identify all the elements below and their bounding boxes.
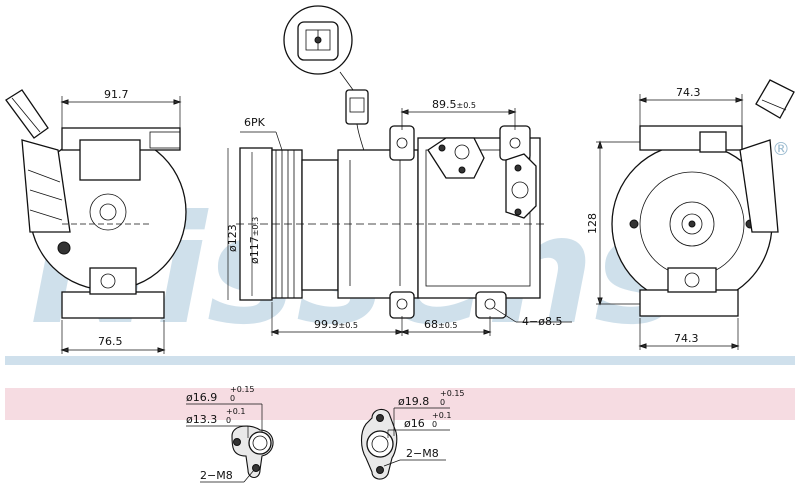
- svg-text:ø123: ø123: [226, 224, 239, 252]
- compressor-side-view: [236, 89, 546, 319]
- dim-pulley: ø123 ø117±0.3: [226, 148, 261, 300]
- svg-text:76.5: 76.5: [98, 335, 123, 348]
- svg-text:74.3: 74.3: [674, 332, 699, 345]
- svg-text:+0.15: +0.15: [440, 389, 465, 398]
- svg-text:ø19.8: ø19.8: [398, 395, 429, 408]
- dim-mount-spacing: 68±0.5: [400, 316, 492, 336]
- svg-text:0: 0: [432, 420, 437, 429]
- svg-text:74.3: 74.3: [676, 86, 701, 99]
- svg-text:99.9±0.5: 99.9±0.5: [314, 318, 358, 331]
- dim-mount-holes: 4−ø8.5: [493, 307, 572, 328]
- port-detail-left: ø16.9 +0.15 0 ø13.3 +0.1 0 2−M8: [186, 385, 274, 483]
- svg-text:ø16.9: ø16.9: [186, 391, 217, 404]
- dim-belt: 6PK: [240, 116, 283, 151]
- svg-text:ø13.3: ø13.3: [186, 413, 217, 426]
- dim-right-bottom: 74.3: [638, 318, 740, 350]
- pink-band: [5, 388, 795, 420]
- connector-detail-icon: [283, 5, 357, 95]
- compressor-rear-view: [611, 79, 795, 317]
- svg-text:4−ø8.5: 4−ø8.5: [522, 315, 562, 328]
- compressor-front-view: [5, 89, 187, 319]
- svg-text:2−M8: 2−M8: [200, 469, 233, 482]
- blue-band: [5, 356, 795, 365]
- svg-text:+0.1: +0.1: [432, 411, 451, 420]
- svg-text:0: 0: [230, 394, 235, 403]
- dim-left-top: 91.7: [60, 88, 182, 132]
- registered-mark: ®: [772, 139, 790, 160]
- svg-text:+0.1: +0.1: [226, 407, 245, 416]
- dim-port-spacing: 89.5±0.5: [400, 98, 517, 130]
- svg-text:68±0.5: 68±0.5: [424, 318, 457, 331]
- dim-pulley-to-mount: 99.9±0.5: [270, 302, 404, 336]
- svg-text:ø117±0.3: ø117±0.3: [248, 217, 261, 264]
- svg-text:0: 0: [226, 416, 231, 425]
- dim-left-bottom: 76.5: [60, 320, 166, 354]
- svg-text:128: 128: [586, 213, 599, 234]
- svg-text:+0.15: +0.15: [230, 385, 255, 394]
- svg-text:6PK: 6PK: [244, 116, 266, 129]
- svg-text:ø16: ø16: [404, 417, 425, 430]
- svg-text:0: 0: [440, 398, 445, 407]
- svg-text:2−M8: 2−M8: [406, 447, 439, 460]
- svg-text:91.7: 91.7: [104, 88, 129, 101]
- dim-right-top: 74.3: [638, 86, 744, 128]
- svg-text:89.5±0.5: 89.5±0.5: [432, 98, 476, 111]
- dim-height: 128: [586, 140, 640, 306]
- port-detail-right: ø19.8 +0.15 0 ø16 +0.1 0 2−M8: [360, 389, 465, 480]
